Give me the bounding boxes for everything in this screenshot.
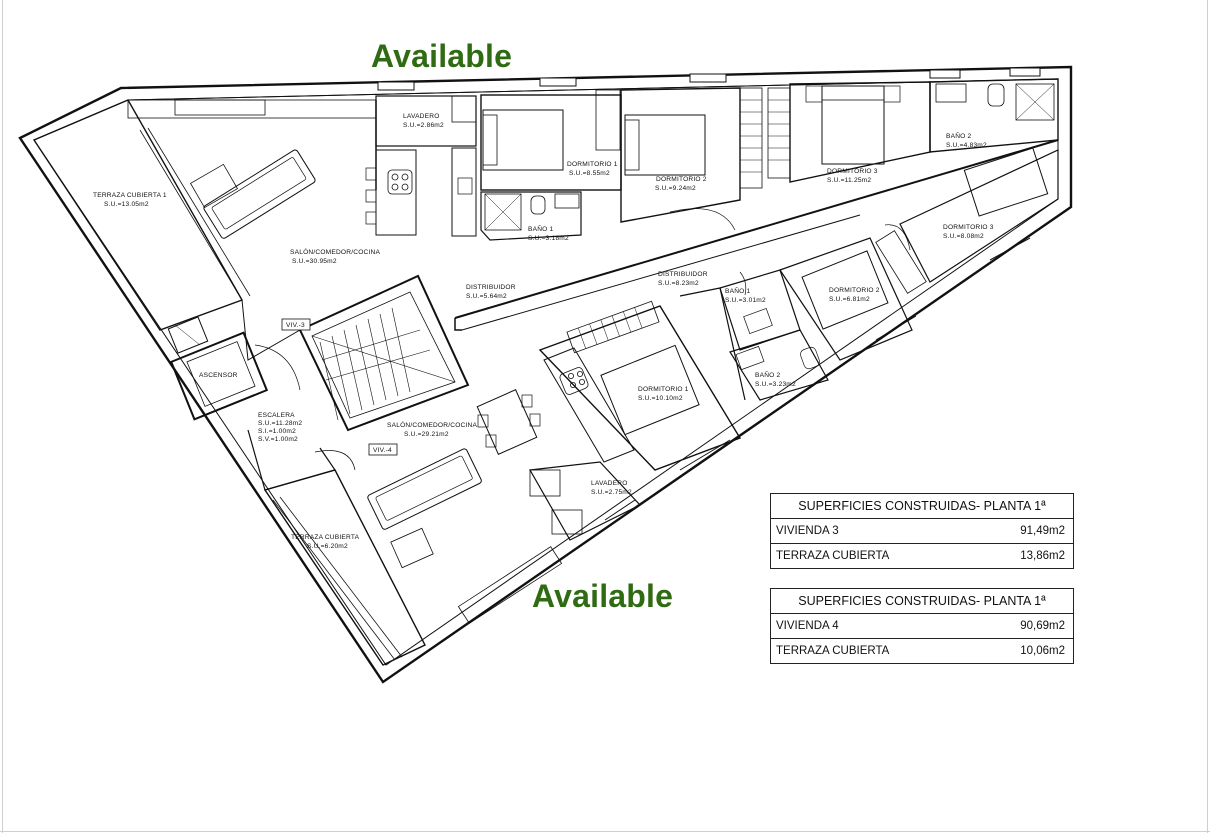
label-dormitorio3-viv3: DORMITORIO 3 (827, 168, 878, 175)
label-bano1-viv4: BAÑO 1 (725, 286, 751, 295)
area-distribuidor-viv3: S.U.=5.64m2 (466, 293, 507, 300)
label-bano2-viv4: BAÑO 2 (755, 370, 781, 379)
tag-viv3: VIV.-3 (286, 322, 305, 329)
label-dormitorio2-viv4: DORMITORIO 2 (829, 287, 880, 294)
label-bano2-viv3: BAÑO 2 (946, 131, 972, 140)
surface-table-vivienda-4: SUPERFICIES CONSTRUIDAS- PLANTA 1ª VIVIE… (770, 588, 1074, 664)
available-overlay-top: Available (371, 38, 513, 74)
label-salon-viv3: SALÓN/COMEDOR/COCINA (290, 247, 380, 256)
building-outline (18, 65, 1073, 684)
available-overlay-bottom: Available (532, 578, 674, 614)
label-distribuidor-viv4: DISTRIBUIDOR (658, 271, 708, 278)
area-dormitorio3-viv3: S.U.=11.25m2 (827, 177, 871, 184)
row-label: VIVIENDA 4 (776, 620, 839, 632)
label-terraza2: TERRAZA CUBIERTA (291, 534, 360, 541)
area-dormitorio2-viv3: S.U.=9.24m2 (655, 185, 696, 192)
area-salon-viv3: S.U.=30.95m2 (292, 258, 337, 265)
label-dormitorio2-viv3: DORMITORIO 2 (656, 176, 707, 183)
wardrobe-viv3-b (767, 87, 791, 179)
tag-viv4-box (368, 443, 398, 456)
table-row: TERRAZA CUBIERTA 13,86m2 (771, 543, 1073, 568)
label-bano1-viv3: BAÑO 1 (528, 224, 554, 233)
label-lavadero-viv3: LAVADERO (403, 113, 440, 120)
table-row: TERRAZA CUBIERTA 10,06m2 (771, 638, 1073, 663)
bano-2-viv3 (929, 78, 1059, 153)
stair-block (298, 274, 470, 432)
table-row: VIVIENDA 4 90,69m2 (771, 614, 1073, 638)
area-lavadero-viv3: S.U.=2.86m2 (403, 122, 444, 129)
row-value: 10,06m2 (1020, 645, 1065, 657)
bano-1-viv3 (480, 191, 582, 241)
kitchen-island-viv3 (375, 149, 417, 236)
surface-table-title: SUPERFICIES CONSTRUIDAS- PLANTA 1ª (771, 589, 1073, 614)
area-distribuidor-viv4: S.U.=8.23m2 (658, 280, 699, 287)
sofa-viv4 (367, 448, 482, 530)
row-label: VIVIENDA 3 (776, 525, 839, 537)
frame-right-edge (1207, 0, 1208, 833)
label-dormitorio1-viv4: DORMITORIO 1 (638, 386, 689, 393)
bano-2-viv4 (729, 329, 829, 401)
area-bano2-viv4: S.U.=3.23m2 (755, 381, 796, 388)
area-escalera-sv: S.V.=1.00m2 (258, 436, 298, 443)
elevator-shaft (169, 331, 269, 421)
wardrobe-viv3-a (739, 87, 763, 189)
corridor-wall-lower (461, 214, 861, 331)
tag-viv4: VIV.-4 (373, 447, 392, 454)
dormitorio-2-viv3 (620, 87, 741, 223)
dormitorio-3-viv3 (789, 81, 931, 183)
area-escalera-si: S.I.=1.00m2 (258, 428, 296, 435)
dormitorio-2-viv4 (779, 237, 913, 361)
area-bano1-viv3: S.U.=3.18m2 (528, 235, 569, 242)
row-label: TERRAZA CUBIERTA (776, 550, 890, 562)
sofa-viv3 (203, 149, 316, 239)
corridor-wall-upper (454, 139, 1059, 319)
dormitorio-3-viv4 (899, 149, 1059, 283)
area-escalera-su: S.U.=11.28m2 (258, 420, 302, 427)
tag-viv3-box (281, 318, 311, 331)
label-lavadero-viv4: LAVADERO (591, 480, 628, 487)
table-row: VIVIENDA 3 91,49m2 (771, 519, 1073, 543)
area-dormitorio1-viv3: S.U.=8.55m2 (569, 170, 610, 177)
row-value: 91,49m2 (1020, 525, 1065, 537)
dormitorio-1-viv4 (538, 305, 742, 471)
stair-treads (311, 307, 456, 421)
wardrobe-viv4-a (875, 230, 927, 294)
label-ascensor: ASCENSOR (199, 372, 238, 379)
wardrobe-viv4-b (566, 300, 660, 354)
row-value: 90,69m2 (1020, 620, 1065, 632)
area-dormitorio3-viv4: S.U.=8.08m2 (943, 233, 984, 240)
area-terraza2: S.U.=6.20m2 (307, 543, 348, 550)
area-dormitorio1-viv4: S.U.=10.10m2 (638, 395, 683, 402)
area-lavadero-viv4: S.U.=2.75m2 (591, 489, 632, 496)
row-label: TERRAZA CUBIERTA (776, 645, 890, 657)
terraza-2-outline (263, 469, 426, 666)
label-escalera: ESCALERA (258, 412, 295, 419)
lavadero-viv3 (375, 95, 477, 147)
label-distribuidor-viv3: DISTRIBUIDOR (466, 284, 516, 291)
area-bano1-viv4: S.U.=3.01m2 (725, 297, 766, 304)
kitchen-counter-viv4 (543, 347, 635, 463)
row-value: 13,86m2 (1020, 550, 1065, 562)
frame-left-edge (2, 0, 3, 833)
label-dormitorio3-viv4: DORMITORIO 3 (943, 224, 994, 231)
frame-bottom-edge (0, 831, 1210, 832)
surface-table-title: SUPERFICIES CONSTRUIDAS- PLANTA 1ª (771, 494, 1073, 519)
area-bano2-viv3: S.U.=4.83m2 (946, 142, 987, 149)
area-dormitorio2-viv4: S.U.=6.81m2 (829, 296, 870, 303)
lavadero-viv4 (529, 461, 641, 541)
label-terraza1: TERRAZA CUBIERTA 1 (93, 192, 167, 199)
label-salon-viv4: SALÓN/COMEDOR/COCINA (387, 420, 477, 429)
surface-table-vivienda-3: SUPERFICIES CONSTRUIDAS- PLANTA 1ª VIVIE… (770, 493, 1074, 569)
label-dormitorio1-viv3: DORMITORIO 1 (567, 161, 618, 168)
area-terraza1: S.U.=13.05m2 (104, 201, 149, 208)
dining-table-viv4 (476, 389, 538, 455)
area-salon-viv4: S.U.=29.21m2 (404, 431, 449, 438)
